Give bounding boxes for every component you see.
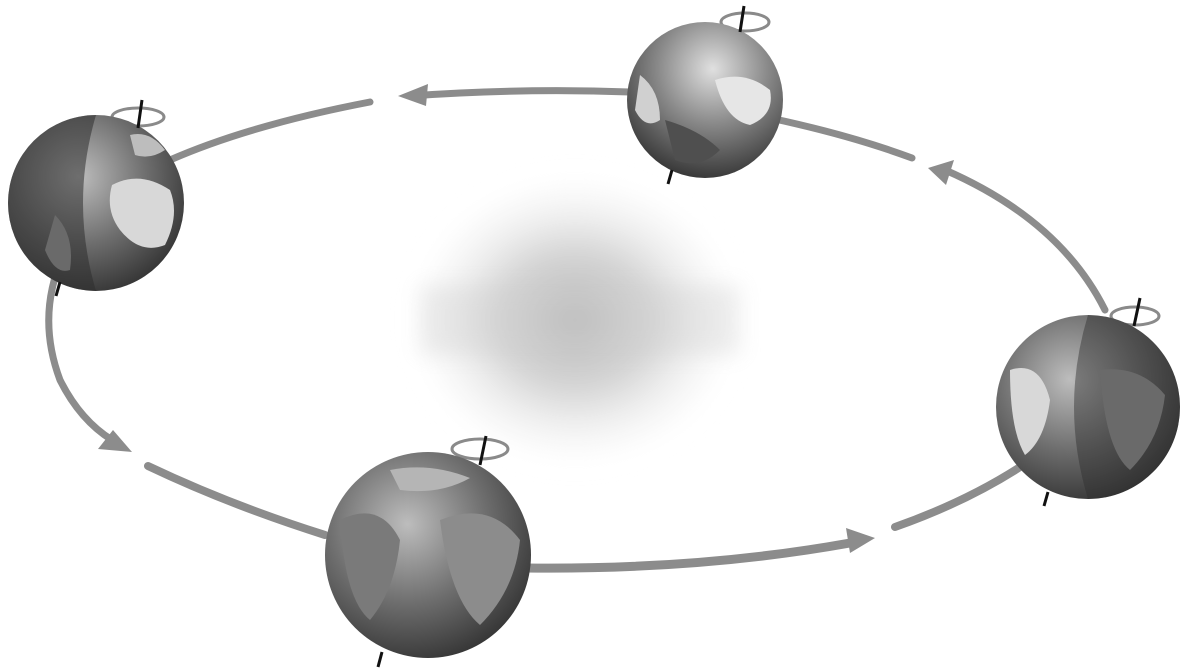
- night-side: [8, 115, 96, 291]
- orbit-arrow-icon: [398, 84, 428, 106]
- earth-axis: [378, 652, 382, 667]
- earth-bottom: [325, 436, 531, 667]
- orbit-arrow-icon: [846, 528, 875, 553]
- sun-band: [420, 285, 740, 355]
- earth-axis: [1134, 298, 1140, 326]
- orbit-segment-right: [945, 170, 1105, 310]
- earth-left: [8, 100, 184, 296]
- earth-axis: [1044, 492, 1048, 506]
- earth-right: [996, 298, 1180, 506]
- earth-axis: [668, 170, 672, 184]
- orbit-segment-top-right: [770, 118, 912, 158]
- sun: [405, 170, 745, 470]
- earth-top: [627, 6, 783, 184]
- orbit-segment-left-top: [170, 102, 370, 160]
- orbit-segment-bottom-left: [148, 466, 325, 535]
- earth-axis: [740, 6, 744, 32]
- earth-axis: [138, 100, 142, 128]
- orbit-segment-bottom: [525, 543, 850, 568]
- orbit-segment-top: [410, 91, 630, 96]
